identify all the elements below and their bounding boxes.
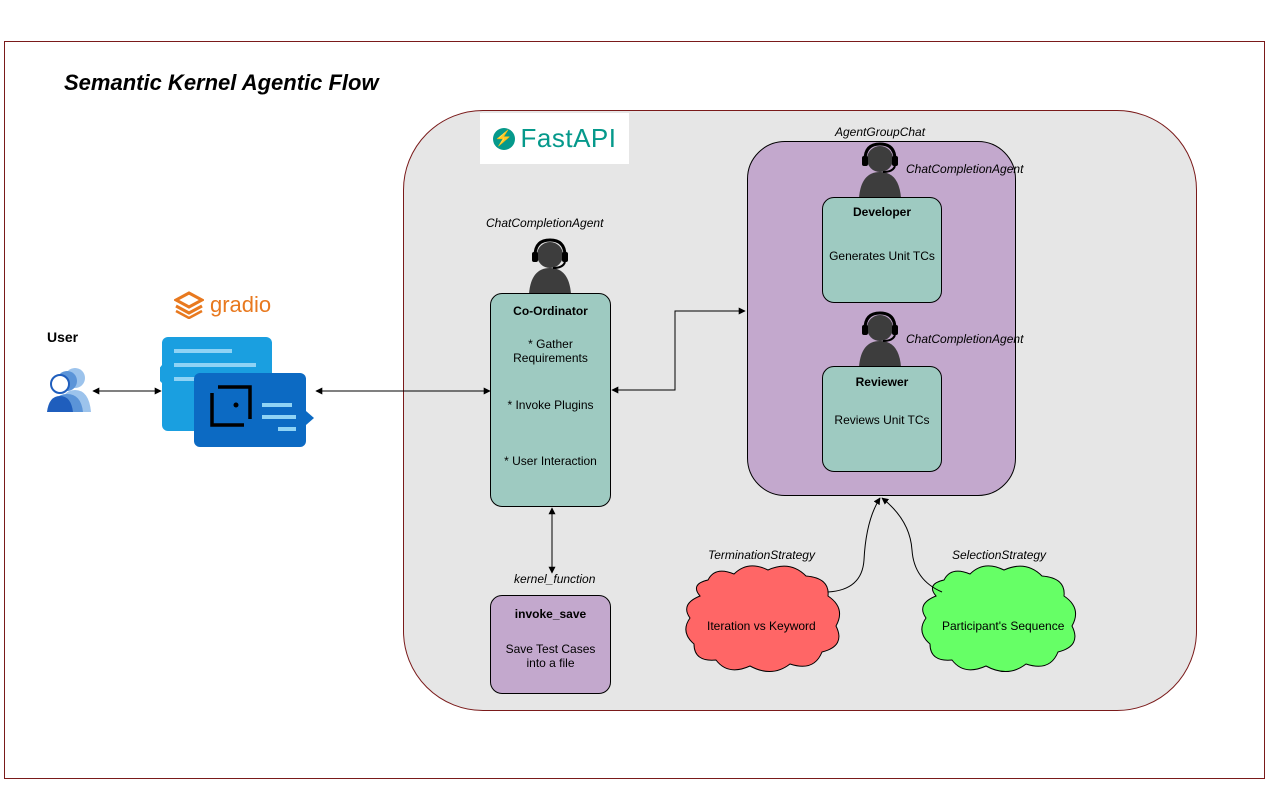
developer-name: Developer [852,205,912,219]
termination-strategy-label: TerminationStrategy [708,548,815,562]
reviewer-box: Reviewer Reviews Unit TCs [822,366,942,472]
group-chat-label: AgentGroupChat [835,125,926,139]
coordinator-box: Co-Ordinator * Gather Requirements * Inv… [490,293,611,507]
selection-strategy-label: SelectionStrategy [952,548,1047,562]
fastapi-bolt-icon: ⚡ [492,127,515,150]
kernel-function-label: kernel_function [514,572,596,586]
gradio-icon [174,291,204,319]
gradio-logo: gradio [174,291,271,319]
developer-agent-type: ChatCompletionAgent [906,162,1024,176]
reviewer-agent-type: ChatCompletionAgent [906,332,1024,346]
diagram-title: Semantic Kernel Agentic Flow [64,70,379,95]
coordinator-agent-type: ChatCompletionAgent [486,216,604,230]
headset-agent-icon [859,142,901,198]
fastapi-logo-text: FastAPI [520,123,617,153]
chat-ui-icon [160,337,314,447]
invoke-save-box: invoke_save Save Test Cases into a file [490,595,611,694]
headset-agent-icon [529,238,571,294]
termination-cloud [685,565,841,672]
user-label: User [47,329,79,345]
headset-agent-icon [859,311,901,367]
reviewer-description: Reviews Unit TCs [834,413,930,427]
fastapi-logo: ⚡ FastAPI [480,113,629,164]
users-icon [47,368,91,412]
coordinator-item-plugins: * Invoke Plugins [507,398,594,412]
selection-cloud-text: Participant's Sequence [942,619,1065,633]
developer-description: Generates Unit TCs [829,249,935,263]
coordinator-item-gather: * Gather Requirements [513,337,588,365]
gradio-logo-text: gradio [210,292,272,317]
termination-cloud-text: Iteration vs Keyword [707,619,816,633]
invoke-save-description: Save Test Cases into a file [505,642,596,670]
selection-cloud [921,565,1077,672]
developer-box: Developer Generates Unit TCs [822,197,942,303]
invoke-save-name: invoke_save [514,607,587,621]
coordinator-item-interaction: * User Interaction [504,454,597,468]
coordinator-name: Co-Ordinator [513,304,588,318]
reviewer-name: Reviewer [855,375,909,389]
